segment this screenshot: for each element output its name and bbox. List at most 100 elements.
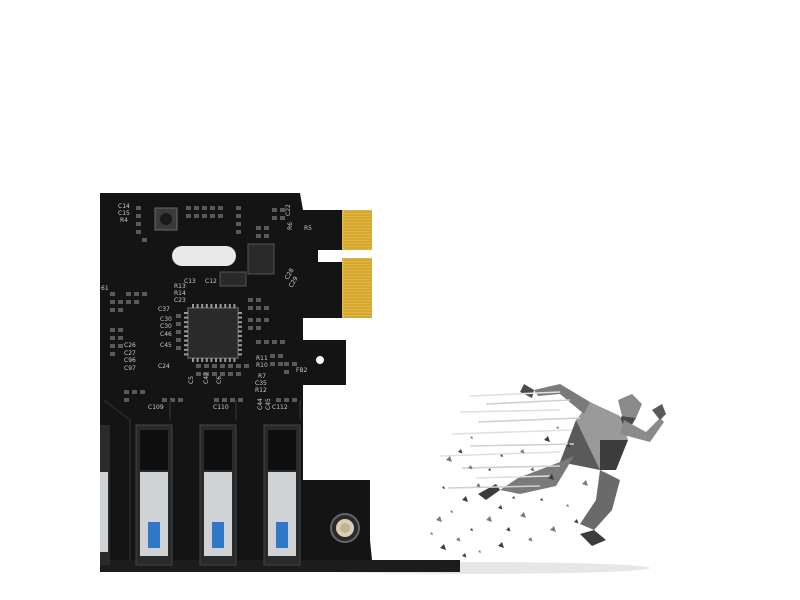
smd-component bbox=[264, 318, 269, 322]
chip-pin bbox=[205, 358, 208, 362]
silk-c12: C12 bbox=[205, 278, 217, 285]
smd-component bbox=[256, 340, 261, 344]
silk-c22: C22 bbox=[285, 204, 292, 216]
silk-c15: C15 bbox=[118, 210, 130, 217]
polygon-shard bbox=[462, 496, 468, 502]
polygon-shard bbox=[488, 468, 491, 471]
smd-component bbox=[256, 226, 261, 230]
smd-component bbox=[194, 214, 199, 218]
silk-c46: C46 bbox=[160, 331, 172, 338]
smd-component bbox=[256, 306, 261, 310]
silk-c24: C24 bbox=[158, 363, 170, 370]
speed-streak bbox=[447, 485, 541, 489]
smd-component bbox=[176, 322, 181, 326]
smd-component bbox=[118, 328, 123, 332]
polygon-shard bbox=[478, 550, 481, 553]
smd-component bbox=[176, 330, 181, 334]
polygon-shard bbox=[566, 443, 571, 448]
smd-component bbox=[202, 206, 207, 210]
smd-component bbox=[256, 326, 261, 330]
smd-component bbox=[162, 398, 167, 402]
smd-component bbox=[284, 362, 289, 366]
smd-component bbox=[222, 398, 227, 402]
silk-c30b: C30 bbox=[160, 323, 172, 330]
speed-streak bbox=[451, 429, 573, 435]
smd-component bbox=[110, 300, 115, 304]
smd-component bbox=[218, 214, 223, 218]
speed-streak bbox=[461, 465, 561, 469]
chip-pin bbox=[224, 358, 227, 362]
polygon-shard bbox=[476, 483, 481, 488]
chip-pin bbox=[184, 312, 188, 314]
usb-port-3 bbox=[263, 424, 301, 566]
smd-component bbox=[214, 398, 219, 402]
smd-component bbox=[118, 308, 123, 312]
chip-pin bbox=[238, 316, 242, 319]
chip-pin bbox=[184, 353, 188, 356]
smd-component bbox=[124, 390, 129, 394]
figure-front-arm bbox=[620, 418, 664, 442]
chip-pin bbox=[238, 330, 242, 333]
smd-component bbox=[236, 372, 241, 376]
speed-streak bbox=[469, 391, 561, 397]
usb-port-1 bbox=[135, 424, 173, 566]
small-ic-upper bbox=[247, 243, 275, 275]
smd-component bbox=[124, 398, 129, 402]
figure-head bbox=[618, 394, 642, 418]
smd-component bbox=[284, 370, 289, 374]
gold-fingers-lower bbox=[342, 258, 372, 318]
polygon-shard bbox=[540, 498, 543, 501]
smd-component bbox=[272, 208, 277, 212]
smd-component bbox=[276, 398, 281, 402]
silk-c27: C27 bbox=[124, 350, 136, 357]
polygon-shards bbox=[430, 426, 588, 558]
silk-c44: C44 bbox=[257, 398, 264, 410]
chip-pin bbox=[205, 304, 208, 308]
polygon-shard bbox=[498, 542, 504, 548]
smd-component bbox=[142, 292, 147, 296]
smd-component bbox=[278, 354, 283, 358]
silk-c5: C5 bbox=[188, 376, 195, 384]
chip-pin bbox=[184, 330, 188, 333]
chip-pin bbox=[219, 304, 222, 308]
speed-streak bbox=[475, 475, 551, 479]
chip-pin bbox=[238, 325, 242, 328]
polygon-shard bbox=[470, 436, 473, 439]
silk-c14: C14 bbox=[118, 203, 130, 210]
mounting-hole bbox=[316, 356, 324, 364]
smd-component bbox=[236, 222, 241, 226]
smd-component bbox=[126, 300, 131, 304]
smd-component bbox=[236, 230, 241, 234]
smd-component bbox=[212, 372, 217, 376]
smd-component bbox=[220, 372, 225, 376]
chip-pin bbox=[219, 358, 222, 362]
smd-component bbox=[176, 338, 181, 342]
smd-component bbox=[136, 230, 141, 234]
silk-c47: C47 bbox=[203, 372, 210, 384]
figure-back-arm bbox=[534, 384, 590, 414]
figure-front-leg bbox=[580, 470, 620, 530]
smd-component bbox=[110, 308, 115, 312]
smd-component bbox=[248, 318, 253, 322]
figure-back-foot bbox=[478, 484, 500, 500]
smd-component bbox=[264, 226, 269, 230]
silk-r7: R7 bbox=[258, 373, 266, 380]
smd-component bbox=[280, 208, 285, 212]
smd-component bbox=[178, 398, 183, 402]
silk-c96: C96 bbox=[124, 357, 136, 364]
usb-port-2 bbox=[199, 424, 237, 566]
silk-c109: C109 bbox=[148, 404, 164, 411]
silk-r6: R6 bbox=[287, 222, 294, 230]
chip-pin bbox=[215, 358, 217, 362]
polygon-shard bbox=[548, 474, 554, 480]
smd-component bbox=[212, 364, 217, 368]
polygon-shard bbox=[500, 454, 503, 457]
smd-component bbox=[228, 364, 233, 368]
polygon-shard bbox=[436, 516, 442, 522]
chip-pin bbox=[184, 344, 188, 347]
polygon-shard bbox=[470, 528, 473, 531]
speed-streak bbox=[459, 409, 561, 413]
silk-c35: C35 bbox=[255, 380, 267, 387]
polygon-shard bbox=[512, 496, 515, 499]
